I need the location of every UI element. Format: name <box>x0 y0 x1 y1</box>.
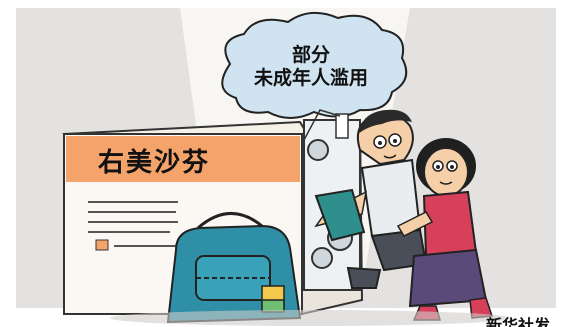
box-label-band <box>66 136 300 182</box>
bubble-line-2: 未成年人滥用 <box>253 67 368 89</box>
box-label: 右美沙芬 <box>98 148 211 178</box>
girl-character <box>396 138 494 321</box>
bubble-line-1: 部分 <box>291 44 330 66</box>
boy-character <box>314 109 428 289</box>
backpack <box>166 212 302 324</box>
bubble-text: 部分 未成年人滥用 <box>216 44 406 90</box>
teal-cloth <box>314 188 366 242</box>
credit-text: 新华社发 <box>486 316 551 327</box>
